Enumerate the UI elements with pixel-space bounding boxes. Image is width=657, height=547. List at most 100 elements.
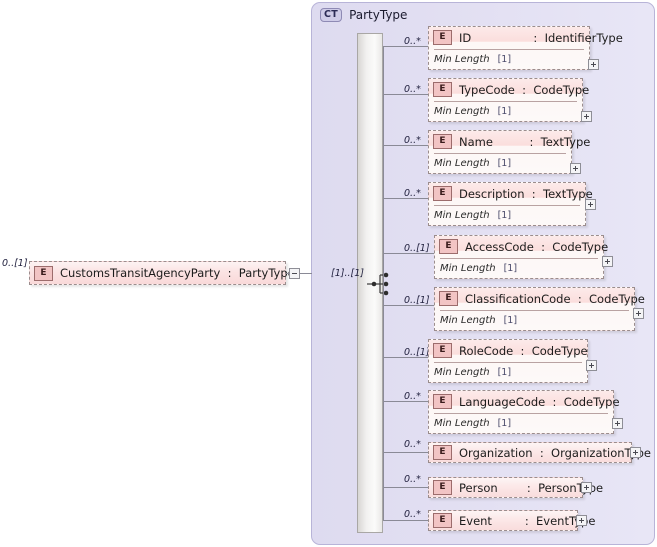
compositor-occurrence: [1]..[1] <box>331 268 364 279</box>
element-name-row: E Organization : OrganizationType <box>428 442 651 463</box>
expand-expander-typecode[interactable] <box>581 111 592 122</box>
facet-label: Min Length <box>434 418 490 429</box>
element-badge: E <box>433 394 452 409</box>
element-label: Event : EventType <box>459 513 596 528</box>
facet-label: Min Length <box>434 54 490 65</box>
expand-expander-rolecode[interactable] <box>586 360 597 371</box>
element-divider <box>440 310 629 311</box>
element-label: CustomsTransitAgencyParty : PartyType <box>60 266 295 280</box>
element-event[interactable]: E Event : EventType <box>428 510 595 531</box>
element-facet-row: Min Length [1] <box>434 154 568 173</box>
expand-expander-description[interactable] <box>585 199 596 210</box>
facet-label: Min Length <box>434 158 490 169</box>
facet-occurrence: [1] <box>503 263 518 274</box>
element-description[interactable]: E Description : TextType Min Length [1] <box>428 182 593 226</box>
element-box <box>428 78 583 122</box>
root-element-occurrence: 0..[1] <box>2 258 28 269</box>
connector-root-right <box>300 273 312 274</box>
connector-child-5 <box>383 305 434 306</box>
facet-label: Min Length <box>434 210 490 221</box>
element-box <box>428 26 590 70</box>
element-divider <box>434 205 580 206</box>
collapse-expander-root[interactable] <box>289 268 300 279</box>
facet-occurrence: [1] <box>497 367 512 378</box>
element-name-row: E Description : TextType <box>428 182 593 205</box>
child-occurrence-8: 0..* <box>404 439 421 450</box>
expand-expander-name[interactable] <box>570 163 581 174</box>
sequence-icon <box>366 271 392 297</box>
expand-expander-person[interactable] <box>581 482 592 493</box>
complex-type-title: PartyType <box>349 8 408 22</box>
element-name-row: E ID : IdentifierType <box>428 26 623 49</box>
element-divider <box>434 362 582 363</box>
connector-child-6 <box>383 357 428 358</box>
expand-expander-event[interactable] <box>576 515 587 526</box>
element-facet-row: Min Length [1] <box>440 311 631 330</box>
element-box <box>29 261 286 285</box>
element-badge: E <box>433 343 452 358</box>
element-typecode[interactable]: E TypeCode : CodeType Min Length [1] <box>428 78 589 122</box>
connector-child-1 <box>383 94 428 95</box>
complex-type-badge: CT <box>320 8 343 22</box>
facet-occurrence: [1] <box>497 54 512 65</box>
connector-child-10 <box>383 520 428 521</box>
element-accesscode[interactable]: E AccessCode : CodeType Min Length [1] <box>434 235 608 279</box>
child-occurrence-1: 0..* <box>404 84 421 95</box>
element-name-row: E TypeCode : CodeType <box>428 78 589 101</box>
element-languagecode[interactable]: E LanguageCode : CodeType Min Length [1] <box>428 390 620 434</box>
element-name[interactable]: E Name : TextType Min Length [1] <box>428 130 590 174</box>
element-name-row: E AccessCode : CodeType <box>434 235 608 258</box>
element-box <box>434 235 604 279</box>
element-name-row: E RoleCode : CodeType <box>428 339 588 362</box>
expand-expander-accesscode[interactable] <box>602 256 613 267</box>
connector-root-left <box>286 273 290 274</box>
expand-expander-organization[interactable] <box>630 447 641 458</box>
element-name-row: E CustomsTransitAgencyParty : PartyType <box>29 261 295 285</box>
expand-expander-languagecode[interactable] <box>612 418 623 429</box>
facet-label: Min Length <box>434 367 490 378</box>
element-name-row: E LanguageCode : CodeType <box>428 390 620 413</box>
element-divider <box>434 153 566 154</box>
element-label: Name : TextType <box>459 134 591 149</box>
facet-occurrence: [1] <box>497 106 512 117</box>
connector-child-9 <box>383 487 428 488</box>
element-box <box>428 182 586 226</box>
element-id[interactable]: E ID : IdentifierType Min Length [1] <box>428 26 623 70</box>
connector-child-7 <box>383 401 428 402</box>
element-rolecode[interactable]: E RoleCode : CodeType Min Length [1] <box>428 339 588 383</box>
child-occurrence-6: 0..[1] <box>404 347 430 358</box>
element-badge: E <box>439 291 458 306</box>
connector-child-4 <box>383 253 434 254</box>
facet-label: Min Length <box>440 263 496 274</box>
connector-child-2 <box>383 145 428 146</box>
element-box <box>428 390 614 434</box>
expand-expander-classificationcode[interactable] <box>633 308 644 319</box>
facet-occurrence: [1] <box>497 418 512 429</box>
element-organization[interactable]: E Organization : OrganizationType <box>428 442 651 463</box>
connector-child-0 <box>383 46 428 47</box>
element-badge: E <box>433 513 452 528</box>
element-badge: E <box>433 134 452 149</box>
connector-child-8 <box>383 452 428 453</box>
element-customstransitagencyparty[interactable]: E CustomsTransitAgencyParty : PartyType <box>29 261 295 285</box>
element-badge: E <box>433 445 452 460</box>
element-facet-row: Min Length [1] <box>434 50 586 69</box>
element-name-row: E Person : PersonType <box>428 477 603 498</box>
facet-label: Min Length <box>440 315 496 326</box>
element-label: LanguageCode : CodeType <box>459 394 620 409</box>
complex-type-header: CT PartyType <box>320 8 407 22</box>
child-occurrence-9: 0..* <box>404 474 421 485</box>
child-occurrence-4: 0..[1] <box>404 243 430 254</box>
element-person[interactable]: E Person : PersonType <box>428 477 603 498</box>
element-facet-row: Min Length [1] <box>434 102 579 121</box>
element-badge: E <box>34 265 53 281</box>
element-name-row: E Event : EventType <box>428 510 595 531</box>
element-label: AccessCode : CodeType <box>465 239 609 254</box>
facet-occurrence: [1] <box>503 315 518 326</box>
element-classificationcode[interactable]: E ClassificationCode : CodeType Min Leng… <box>434 287 645 331</box>
element-box <box>434 287 635 331</box>
child-occurrence-5: 0..[1] <box>404 295 430 306</box>
expand-expander-id[interactable] <box>588 59 599 70</box>
element-name-row: E ClassificationCode : CodeType <box>434 287 645 310</box>
